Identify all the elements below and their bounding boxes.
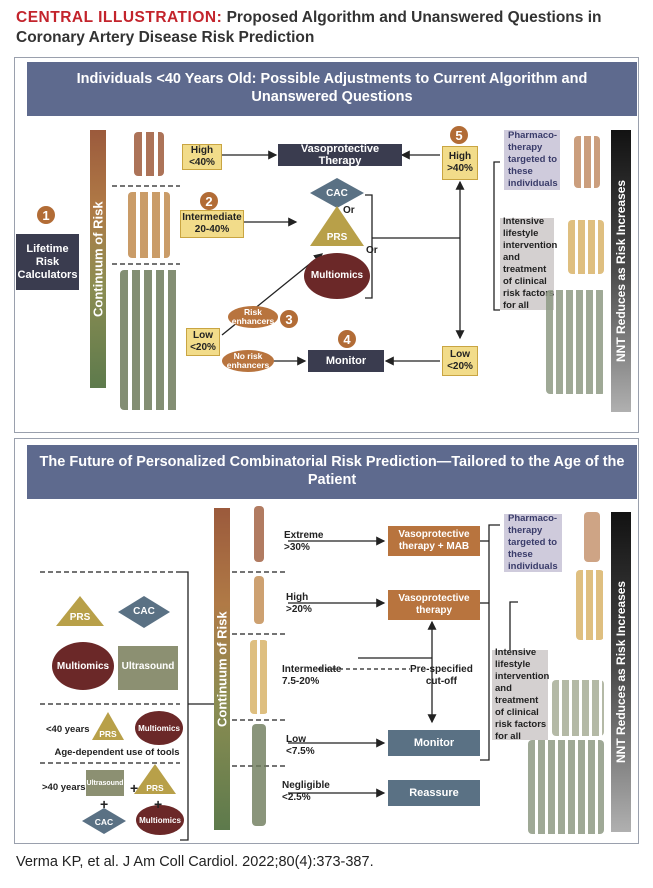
intermediate-label: Intermediate 7.5-20% bbox=[282, 664, 342, 687]
title-text: Proposed Algorithm and Unanswered Questi… bbox=[16, 9, 602, 46]
page-title: CENTRAL ILLUSTRATION: Proposed Algorithm… bbox=[16, 8, 646, 48]
multiomics-label-bottom: Multiomics bbox=[56, 661, 110, 672]
step-3-badge: 3 bbox=[280, 310, 298, 328]
intensive-box-top: Intensive lifestyle intervention and tre… bbox=[500, 216, 557, 311]
title-prefix: CENTRAL ILLUSTRATION: bbox=[16, 9, 223, 26]
monitor-box-bottom: Monitor bbox=[388, 730, 480, 756]
top-continuum-bar bbox=[90, 130, 106, 388]
cac-diamond-over40 bbox=[82, 808, 126, 834]
top-banner: Individuals <40 Years Old: Possible Adju… bbox=[27, 62, 637, 116]
prs-triangle-over40 bbox=[134, 764, 176, 794]
pharmaco-box-top: Pharmaco-therapy targeted to these indiv… bbox=[504, 130, 560, 190]
no-risk-enhancers-oval: No risk enhancers bbox=[222, 350, 274, 372]
lifetime-risk-calculators: Lifetime Risk Calculators bbox=[16, 234, 79, 290]
cac-label-over40: CAC bbox=[94, 817, 114, 827]
prs-triangle-bottom bbox=[56, 596, 104, 626]
age-tools-label: Age-dependent use of tools bbox=[54, 747, 180, 758]
nnt-label-bottom: NNT Reduces as Risk Increases bbox=[614, 580, 628, 764]
multiomics-oval-over40 bbox=[136, 805, 184, 835]
or-label-2: Or bbox=[366, 245, 378, 256]
prs-label-over40: PRS bbox=[146, 783, 164, 793]
prs-label: PRS bbox=[326, 232, 348, 243]
vaso-box-bottom: Vasoprotective therapy bbox=[388, 590, 480, 620]
prs-label-under40: PRS bbox=[99, 729, 117, 739]
vasoprotective-therapy-box: Vasoprotective Therapy bbox=[278, 143, 402, 167]
over40-label: >40 years bbox=[42, 782, 86, 793]
multiomics-label-over40: Multiomics bbox=[139, 816, 181, 825]
plus-sign-1: + bbox=[130, 780, 139, 796]
high-label: High >20% bbox=[286, 592, 312, 615]
step-2-badge: 2 bbox=[200, 192, 218, 210]
cac-label-bottom: CAC bbox=[133, 606, 155, 617]
reassure-box: Reassure bbox=[388, 780, 480, 806]
vaso-mab-box: Vasoprotective therapy + MAB bbox=[388, 526, 480, 556]
pharmaco-box-bottom: Pharmaco-therapy targeted to these indiv… bbox=[504, 513, 562, 572]
low-right-box: Low <20% bbox=[442, 346, 478, 376]
extreme-label: Extreme >30% bbox=[284, 530, 324, 553]
multiomics-oval-under40 bbox=[135, 711, 183, 745]
under40-label: <40 years bbox=[46, 724, 90, 735]
high-left-box: High <40% bbox=[182, 144, 222, 170]
cac-diamond bbox=[310, 178, 364, 208]
step-1-badge: 1 bbox=[37, 206, 55, 224]
multiomics-label-under40: Multiomics bbox=[138, 724, 180, 733]
nnt-bar-top bbox=[611, 130, 631, 412]
negligible-label: Negligible <2.5% bbox=[282, 780, 330, 803]
prs-label-bottom: PRS bbox=[69, 612, 91, 623]
nnt-bar-bottom bbox=[611, 512, 631, 832]
ultrasound-label-over40: Ultrasound bbox=[86, 780, 124, 787]
cac-label: CAC bbox=[326, 188, 348, 199]
bottom-banner: The Future of Personalized Combinatorial… bbox=[27, 445, 637, 499]
plus-sign-2: + bbox=[100, 796, 109, 812]
step-5-badge: 5 bbox=[450, 126, 468, 144]
high-right-box: High >40% bbox=[442, 146, 478, 180]
low-left-box: Low <20% bbox=[186, 328, 220, 356]
multiomics-label: Multiomics bbox=[310, 270, 364, 281]
bottom-continuum-bar bbox=[214, 508, 230, 830]
ultrasound-rect-over40 bbox=[86, 770, 124, 796]
cac-diamond-bottom bbox=[118, 596, 170, 628]
or-label-1: Or bbox=[343, 205, 355, 216]
ultrasound-rect-bottom bbox=[118, 646, 178, 690]
prs-triangle-under40 bbox=[92, 712, 124, 740]
step-4-badge: 4 bbox=[338, 330, 356, 348]
prespecified-label: Pre-specified cut-off bbox=[410, 664, 473, 687]
multiomics-oval-bottom bbox=[52, 642, 114, 690]
low-label: Low <7.5% bbox=[286, 734, 315, 757]
ultrasound-label-bottom: Ultrasound bbox=[121, 661, 175, 672]
risk-enhancers-oval: Risk enhancers bbox=[228, 306, 278, 328]
prs-triangle bbox=[310, 206, 364, 246]
intermediate-left-box: Intermediate 20-40% bbox=[180, 210, 244, 238]
monitor-box-top: Monitor bbox=[308, 350, 384, 372]
multiomics-oval bbox=[304, 253, 370, 299]
citation: Verma KP, et al. J Am Coll Cardiol. 2022… bbox=[16, 854, 374, 870]
intensive-box-bottom: Intensive lifestyle intervention and tre… bbox=[492, 647, 549, 742]
plus-sign-3: + bbox=[154, 796, 163, 812]
